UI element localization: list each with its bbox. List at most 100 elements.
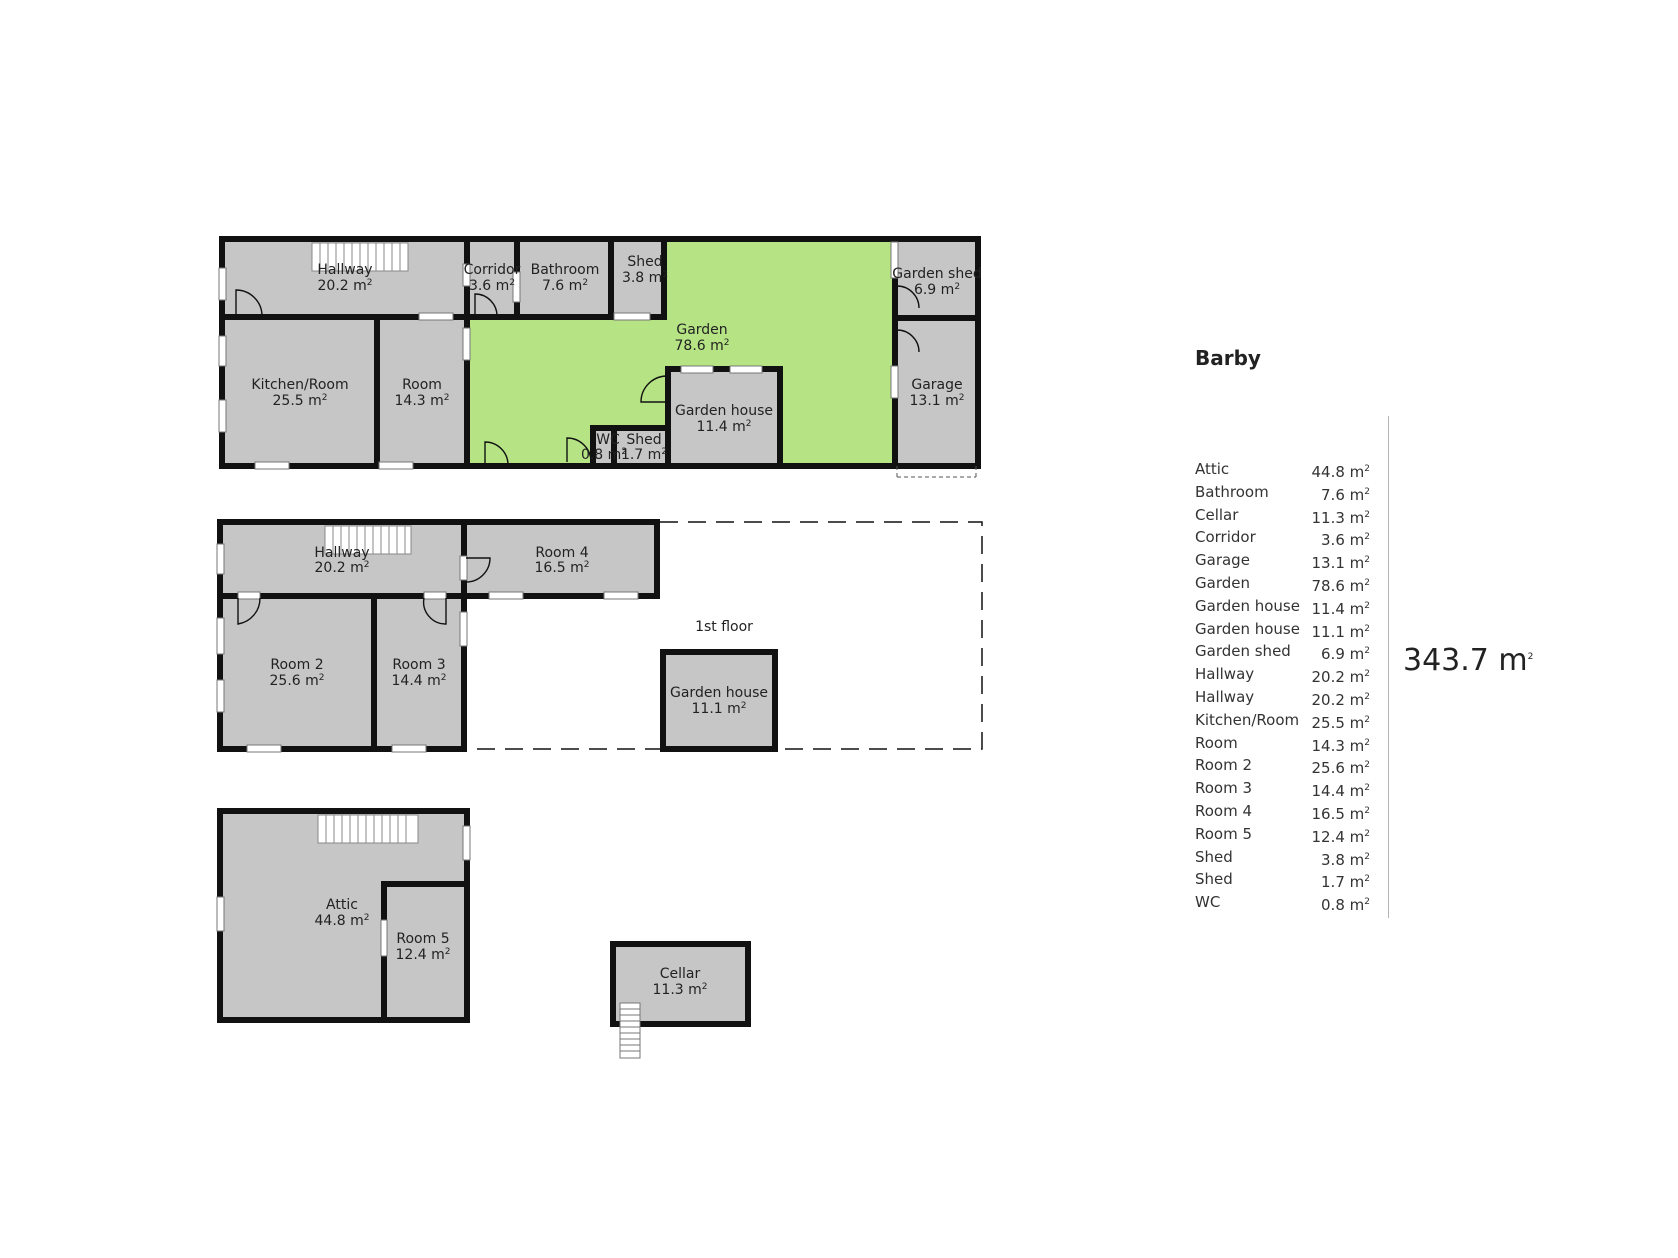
area-list-value-number: 20.2 m (1311, 690, 1365, 709)
area-list-name: Hallway (1195, 665, 1255, 684)
area-bathroom: 7.6 m2 (542, 278, 588, 294)
room-room4 (464, 522, 657, 596)
area-list-name: Shed (1195, 847, 1233, 866)
area-cellar: 11.3 m2 (653, 982, 708, 998)
area-list-name: Hallway (1195, 687, 1255, 706)
label-room: Room (402, 377, 442, 393)
area-list-value: 14.3 m2 (1311, 732, 1370, 755)
area-list-row: Hallway 20.2 m2 (1195, 663, 1370, 686)
area-list-value-unit: 2 (1364, 760, 1370, 771)
staircase-ground (311, 242, 409, 272)
area-list-row: Cellar 11.3 m2 (1195, 504, 1370, 527)
area-hallway-ground: 20.2 m2 (318, 278, 373, 294)
room-corridor (464, 239, 517, 317)
area-list-row: Room 2 25.6 m2 (1195, 754, 1370, 777)
area-garden: 78.6 m2 (675, 338, 730, 354)
area-list-value-number: 11.3 m (1311, 508, 1365, 527)
label-hallway-ground: Hallway (317, 262, 372, 278)
property-title: Barby (1195, 346, 1261, 370)
staircase-attic (317, 814, 419, 844)
area-list-value: 6.9 m2 (1321, 640, 1370, 663)
label-garden-shed: Garden shed (892, 266, 981, 282)
area-room: 14.3 m2 (395, 393, 450, 409)
area-list-name: Room 3 (1195, 779, 1253, 798)
area-list-value: 11.3 m2 (1311, 504, 1370, 527)
area-list-name: Garden house (1195, 619, 1300, 638)
area-room3: 14.4 m2 (392, 673, 447, 689)
area-list-value-number: 44.8 m (1311, 463, 1365, 481)
area-list-value-unit: 2 (1364, 509, 1370, 520)
area-list-name: Room 2 (1195, 756, 1253, 775)
room-garden (467, 239, 895, 466)
area-list-value-unit: 2 (1364, 691, 1370, 702)
area-list-name: Room 4 (1195, 801, 1253, 820)
area-list-name: Garden house (1195, 596, 1300, 615)
total-area-value: 343.7 m (1403, 643, 1528, 678)
label-wc: WC (596, 432, 620, 448)
area-list-name: Cellar (1195, 505, 1239, 524)
room-garden-shed (895, 239, 978, 318)
area-shed-small: 1.7 m2 (621, 447, 667, 463)
area-list-value-number: 6.9 m (1321, 645, 1365, 664)
area-garden-house-first: 11.1 m2 (692, 701, 747, 717)
area-list-value-unit: 2 (1364, 486, 1370, 497)
area-garden-shed: 6.9 m2 (914, 282, 960, 298)
area-list-row: Shed 3.8 m2 (1195, 846, 1370, 869)
area-list-name: Bathroom (1195, 482, 1269, 501)
area-list-value: 25.5 m2 (1311, 709, 1370, 732)
area-list-value-number: 3.8 m (1321, 850, 1365, 869)
label-bathroom: Bathroom (531, 262, 600, 278)
door-swings-first (237, 557, 491, 625)
area-list-value-number: 12.4 m (1311, 827, 1365, 846)
room-kitchen (222, 317, 377, 466)
area-list-name: Corridor (1195, 528, 1256, 547)
staircase-cellar (619, 1002, 641, 1059)
area-attic: 44.8 m2 (315, 913, 370, 929)
room-garden-house-ground (668, 369, 780, 466)
area-list-value: 25.6 m2 (1311, 754, 1370, 777)
label-garden-house-first: Garden house (670, 685, 768, 701)
area-shed-large: 3.8 m2 (622, 270, 668, 286)
area-corridor: 3.6 m2 (469, 278, 515, 294)
room-room (377, 317, 467, 466)
garage-door (896, 466, 977, 478)
area-list-value: 20.2 m2 (1311, 663, 1370, 686)
area-hallway-first: 20.2 m2 (315, 560, 370, 576)
area-room5: 12.4 m2 (396, 947, 451, 963)
area-list-value-number: 0.8 m (1321, 896, 1365, 915)
area-list-value-unit: 2 (1364, 532, 1370, 543)
area-list-value-unit: 2 (1364, 737, 1370, 748)
area-list-value-unit: 2 (1364, 714, 1370, 725)
area-list-value-unit: 2 (1364, 851, 1370, 862)
area-list-value-number: 78.6 m (1311, 576, 1365, 595)
area-list-value-unit: 2 (1364, 828, 1370, 839)
area-list-name: Room 5 (1195, 824, 1253, 843)
area-list-value-unit: 2 (1364, 600, 1370, 611)
label-attic: Attic (326, 897, 358, 913)
area-list-value: 12.4 m2 (1311, 823, 1370, 846)
room-room5 (384, 884, 467, 1020)
area-list-name: Room (1195, 733, 1238, 752)
area-list-value-unit: 2 (1364, 623, 1370, 634)
area-list-value-unit: 2 (1364, 646, 1370, 657)
label-room3: Room 3 (392, 657, 445, 673)
area-list-value-number: 14.3 m (1311, 736, 1365, 755)
area-list-value: 20.2 m2 (1311, 686, 1370, 709)
area-list-row: Hallway 20.2 m2 (1195, 686, 1370, 709)
ground-floor (218, 236, 981, 478)
total-area: 343.7 m2 (1403, 643, 1533, 678)
openings-ground (218, 241, 899, 470)
label-corridor: Corridor (464, 262, 521, 278)
area-list-value-number: 11.4 m (1311, 599, 1365, 618)
area-room2: 25.6 m2 (270, 673, 325, 689)
room-garden-house-first (663, 652, 775, 749)
area-list-value-number: 13.1 m (1311, 554, 1365, 573)
room-shed-large (611, 239, 664, 317)
area-list-name: Garden (1195, 573, 1250, 592)
area-wc: 0.8 m2 (581, 447, 627, 463)
